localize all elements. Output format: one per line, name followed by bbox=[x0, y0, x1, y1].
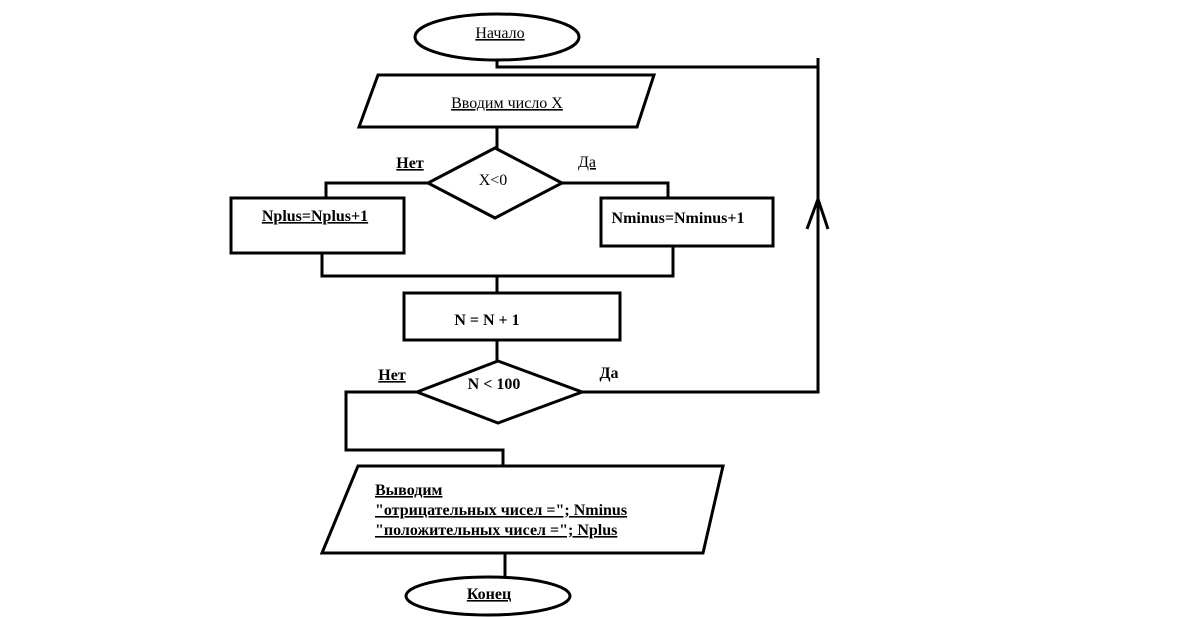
branch-no-line-1 bbox=[324, 181, 428, 198]
output-parallelogram bbox=[319, 464, 725, 555]
nminus-label: Nminus=Nminus+1 bbox=[612, 210, 745, 227]
branch-yes-label-2: Да bbox=[599, 365, 618, 382]
nminus-process bbox=[599, 196, 775, 248]
output-label-2: "отрицательных чисел ="; Nminus bbox=[375, 502, 627, 519]
end-label: Конец bbox=[467, 586, 511, 603]
increment-label: N = N + 1 bbox=[454, 312, 519, 329]
decision-x-diamond bbox=[424, 146, 566, 220]
output-label-3: "положительных чисел ="; Nplus bbox=[375, 522, 617, 539]
branch-no-line-2 bbox=[344, 390, 505, 466]
branch-no-label-1: Нет bbox=[396, 155, 424, 172]
branch-yes-line-1 bbox=[562, 181, 670, 198]
branch-yes-label-1: Да bbox=[578, 154, 596, 171]
loop-back-top-line bbox=[495, 60, 818, 69]
input-label: Вводим число X bbox=[451, 95, 563, 112]
decision-n-diamond bbox=[412, 359, 587, 425]
decision-x-label: X<0 bbox=[479, 172, 508, 189]
end-terminator bbox=[404, 575, 572, 617]
decision-n-label: N < 100 bbox=[468, 376, 521, 393]
branch-no-label-2: Нет bbox=[378, 367, 406, 384]
loop-back-arrow-icon bbox=[805, 194, 830, 230]
loop-back-line bbox=[582, 58, 820, 394]
increment-process bbox=[402, 291, 622, 342]
nplus-label: Nplus=Nplus+1 bbox=[262, 208, 368, 225]
nplus-process bbox=[229, 196, 406, 255]
start-label: Начало bbox=[475, 25, 524, 42]
input-parallelogram bbox=[356, 73, 657, 129]
output-label-1: Выводим bbox=[375, 482, 443, 499]
